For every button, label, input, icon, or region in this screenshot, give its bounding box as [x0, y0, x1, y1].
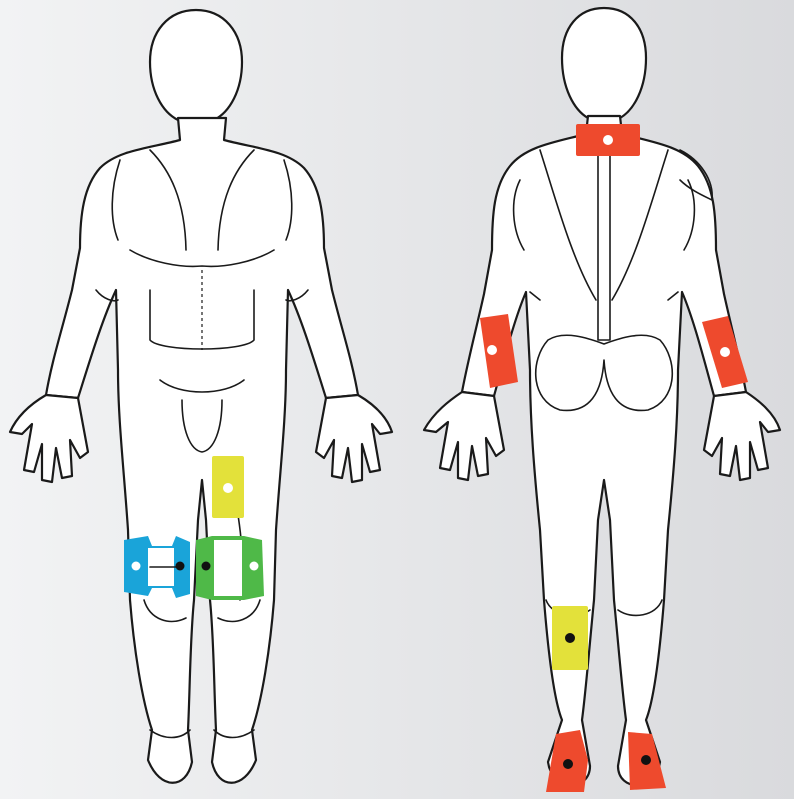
heel-pad-red-left — [546, 730, 588, 792]
back-hand-left — [424, 392, 504, 480]
thigh-pad-yellow — [212, 456, 244, 518]
neck-pad-red — [576, 124, 640, 156]
back-figure — [424, 8, 780, 792]
front-head — [150, 10, 242, 120]
front-torso — [46, 118, 358, 783]
back-hand-right — [704, 392, 780, 480]
calf-pad-yellow — [552, 606, 588, 670]
front-hand-right — [316, 395, 392, 482]
front-figure — [10, 10, 392, 783]
front-hand-left — [10, 395, 88, 482]
back-head — [562, 8, 646, 118]
knee-wrap-green — [196, 536, 264, 600]
